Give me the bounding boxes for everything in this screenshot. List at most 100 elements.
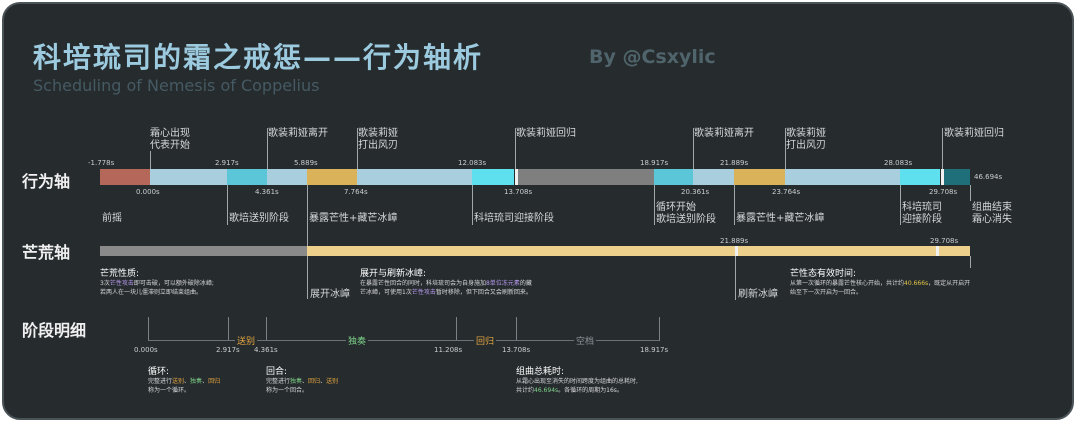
- row-label-phase: 阶段明细: [22, 321, 87, 340]
- time-stamp: -1.778s: [88, 159, 115, 167]
- label-welcome-1: 科培琉司迎接阶段: [474, 213, 554, 224]
- note-valid-body: 从第一次循环的暴露芒性核心开始，共计约40.666s，既定从开启开始至下一次开启…: [790, 280, 971, 296]
- phase-tick: [148, 317, 149, 341]
- tick: [267, 128, 268, 169]
- note-round-body: 完整进行独奏、回归、送别称为一个回合。: [266, 378, 339, 394]
- tick: [900, 185, 901, 225]
- tick: [785, 128, 786, 169]
- time-stamp: 0.000s: [136, 188, 160, 196]
- phase-name-gap: 空档: [574, 334, 597, 347]
- phase-name-solo: 独奏: [346, 334, 369, 347]
- label-suite-end: 组曲结束 霜心消失: [972, 202, 1012, 225]
- waste-time-2: 29.708s: [930, 237, 959, 245]
- segment-exposed-1: [307, 169, 357, 185]
- tick: [472, 185, 473, 225]
- note-refresh-title: 展开与刷新冰嶂:: [360, 269, 427, 279]
- note-waste: 芒荒性质: 3次芒性攻击即可击破，可以额外破除冰嶂;若两人在一块儿僵滞则立即结束…: [100, 266, 290, 297]
- segment-end: [944, 169, 970, 185]
- note-valid-time: 芒性态有效时间: 从第一次循环的暴露芒性核心开始，共计约40.666s，既定从开…: [790, 266, 972, 297]
- tick: [970, 256, 971, 268]
- waste-marker-1: [735, 246, 738, 256]
- segment-gap: [518, 169, 654, 185]
- segment-welcome-2: [900, 169, 940, 185]
- phase-tick: [228, 317, 229, 341]
- tick: [693, 128, 694, 169]
- segment-prelude: [100, 169, 150, 185]
- time-stamp: 29.708s: [929, 188, 958, 196]
- segment-welcome-1: [472, 169, 514, 185]
- segment-farewell-2b: [693, 169, 734, 185]
- phase-time: 4.361s: [254, 346, 278, 354]
- row-label-waste: 芒荒轴: [22, 243, 71, 262]
- time-stamp: 18.917s: [640, 159, 669, 167]
- diagram-card: 科培琉司的霜之戒惩——行为轴析 Scheduling of Nemesis of…: [2, 2, 1074, 420]
- time-stamp: 4.361s: [255, 188, 279, 196]
- tick: [735, 256, 736, 300]
- label-cycle-start: 循环开始 歌培送别阶段: [656, 202, 716, 225]
- segment-farewell-1a: [150, 169, 227, 185]
- note-total-body: 从霜心出现至消失的时间跨度为组曲的总耗时,共计约46.694s。各循环的周期为1…: [516, 378, 638, 394]
- label-wind-blade-1: 歌装莉娅 打出风刃: [358, 128, 398, 151]
- time-stamp: 21.889s: [720, 159, 749, 167]
- note-total-title: 组曲总耗时:: [516, 367, 565, 377]
- time-stamp: 2.917s: [215, 159, 239, 167]
- note-refresh: 展开与刷新冰嶂: 在暴露芒性回合的同时，科培琉司会为自身施加8单位冻元素的藏芒冰…: [360, 266, 532, 297]
- author-byline: By @Csxylic: [589, 46, 716, 68]
- phase-time: 2.917s: [216, 346, 240, 354]
- tick: [307, 185, 308, 299]
- label-deploy-barrier: 展开冰嶂: [310, 289, 350, 300]
- label-welcome-2: 科培琉司 迎接阶段: [902, 202, 942, 225]
- note-round: 回合: 完整进行独奏、回归、送别称为一个回合。: [266, 364, 376, 395]
- phase-time: 18.917s: [640, 346, 669, 354]
- label-wind-blade-2: 歌装莉娅 打出风刃: [786, 128, 826, 151]
- time-stamp: 7.764s: [344, 188, 368, 196]
- phase-tick: [456, 317, 457, 341]
- segment-solo-1: [357, 169, 472, 185]
- waste-time-1: 21.889s: [720, 237, 749, 245]
- label-return-2: 歌装莉娅回归: [944, 128, 1004, 139]
- tick: [515, 128, 516, 169]
- tick: [734, 185, 735, 225]
- note-waste-title: 芒荒性质:: [100, 269, 140, 279]
- note-cycle-body: 完整进行送别、独奏、回归称为一个循环。: [148, 378, 221, 394]
- note-cycle-title: 循环:: [148, 367, 170, 377]
- phase-baseline: [148, 340, 659, 341]
- tick: [357, 128, 358, 169]
- phase-time: 0.000s: [134, 346, 158, 354]
- tick: [942, 128, 943, 169]
- note-valid-title: 芒性态有效时间:: [790, 269, 857, 279]
- row-label-behavior: 行为轴: [22, 172, 71, 191]
- time-stamp: 20.361s: [681, 188, 710, 196]
- phase-time: 13.708s: [502, 346, 531, 354]
- note-cycle: 循环: 完整进行送别、独奏、回归称为一个循环。: [148, 364, 258, 395]
- label-leave-2: 歌装莉娅离开: [694, 128, 754, 139]
- tick: [654, 185, 655, 225]
- time-stamp: 13.708s: [504, 188, 533, 196]
- label-frost-heart-start: 霜心出现 代表开始: [150, 128, 190, 151]
- time-stamp: 12.083s: [458, 159, 487, 167]
- page-title: 科培琉司的霜之戒惩——行为轴析: [33, 41, 484, 74]
- label-refresh-barrier: 刷新冰嶂: [738, 289, 778, 300]
- phase-tick: [659, 317, 660, 341]
- segment-exposed-2: [734, 169, 785, 185]
- label-leave-1: 歌装莉娅离开: [268, 128, 328, 139]
- waste-bar-active-3: [939, 246, 970, 256]
- label-exposed-1: 暴露芒性+藏芒冰嶂: [309, 213, 398, 224]
- label-return-1: 歌装莉娅回归: [516, 128, 576, 139]
- phase-tick: [516, 317, 517, 341]
- phase-name-return: 回归: [474, 334, 497, 347]
- segment-marker-1: [515, 169, 518, 185]
- waste-bar-inactive: [100, 246, 307, 256]
- phase-tick: [266, 317, 267, 341]
- waste-bar-active-1: [307, 246, 735, 256]
- time-stamp: 23.764s: [772, 188, 801, 196]
- segment-farewell-1b: [227, 169, 267, 185]
- phase-name-farewell: 送别: [235, 334, 258, 347]
- segment-solo-2: [785, 169, 900, 185]
- phase-time: 11.208s: [434, 346, 463, 354]
- waste-marker-2: [936, 246, 939, 256]
- segment-farewell-1c: [267, 169, 307, 185]
- tick: [227, 185, 228, 225]
- note-refresh-body: 在暴露芒性回合的同时，科培琉司会为自身施加8单位冻元素的藏芒冰嶂，可使用1次芒性…: [360, 280, 532, 296]
- label-exposed-2: 暴露芒性+藏芒冰嶂: [736, 213, 825, 224]
